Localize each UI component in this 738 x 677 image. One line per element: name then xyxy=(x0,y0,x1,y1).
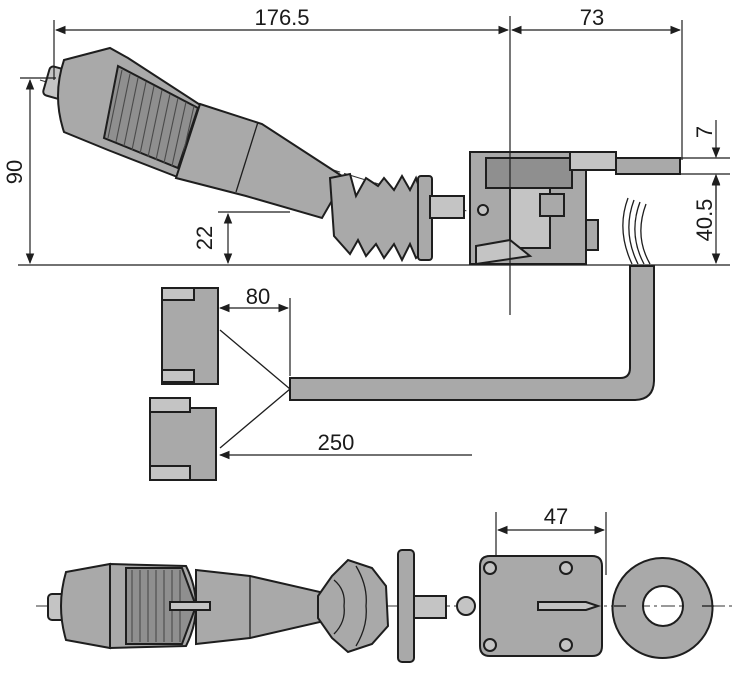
side-view xyxy=(18,46,730,266)
cable-assembly xyxy=(149,265,655,481)
dimension-lines xyxy=(20,16,730,575)
top-view xyxy=(36,549,734,663)
dim-plate-width: 47 xyxy=(544,504,568,529)
connector-top xyxy=(161,287,219,385)
top-plate xyxy=(479,555,603,657)
connector-bottom xyxy=(149,397,217,481)
dimension-labels: 176.5 73 90 22 7 40.5 80 250 47 xyxy=(2,5,717,529)
dim-axis-height: 22 xyxy=(192,226,217,250)
dim-overall-length: 176.5 xyxy=(254,5,309,30)
top-ring xyxy=(611,557,714,659)
bellows xyxy=(328,172,465,263)
dim-height: 90 xyxy=(2,160,27,184)
lever-knob xyxy=(57,46,207,180)
dim-body-width: 73 xyxy=(580,5,604,30)
top-bellows xyxy=(317,549,476,663)
dim-body-height: 40.5 xyxy=(692,199,717,242)
switch-body xyxy=(469,151,681,266)
dim-cable-length: 250 xyxy=(318,430,355,455)
dim-connector-spacing: 80 xyxy=(246,284,270,309)
dim-top-offset: 7 xyxy=(692,126,717,138)
lever-shaft xyxy=(174,102,347,220)
wires xyxy=(622,197,651,265)
top-knob xyxy=(47,562,198,650)
